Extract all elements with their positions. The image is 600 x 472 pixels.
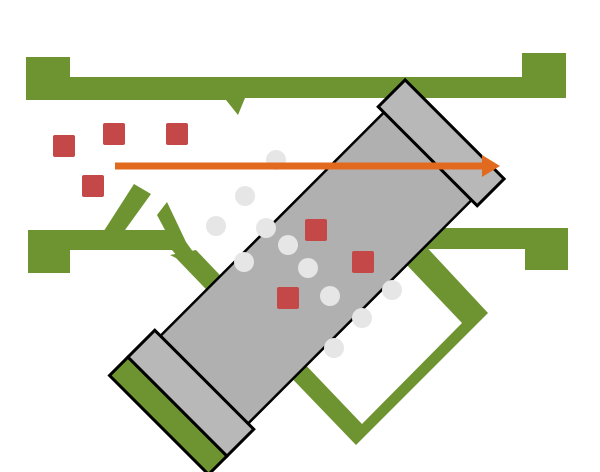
red-particle [53, 135, 75, 157]
white-bead [234, 252, 254, 272]
particle-group [53, 123, 374, 309]
red-particle [166, 123, 188, 145]
flow-arrow [115, 155, 500, 177]
white-bead [382, 280, 402, 300]
white-bead [235, 186, 255, 206]
housing-lower-cup [170, 240, 488, 445]
white-bead [278, 235, 298, 255]
cylinder-top-cap [376, 77, 507, 208]
red-particle [277, 287, 299, 309]
white-bead [324, 338, 344, 358]
white-bead [352, 308, 372, 328]
red-particle [103, 123, 125, 145]
white-bead [320, 286, 340, 306]
red-particle [82, 175, 104, 197]
cylinder-bottom-seal [107, 354, 230, 472]
white-bead [298, 258, 318, 278]
white-bead [206, 216, 226, 236]
housing-bottom-left-rail [28, 202, 196, 273]
housing-left-strut [100, 184, 151, 237]
housing [26, 53, 568, 445]
bead-group [206, 150, 402, 358]
housing-top-rail [26, 53, 566, 115]
red-particle [352, 251, 374, 273]
red-particle [305, 219, 327, 241]
flow-arrow-head [482, 155, 500, 177]
white-bead [256, 218, 276, 238]
